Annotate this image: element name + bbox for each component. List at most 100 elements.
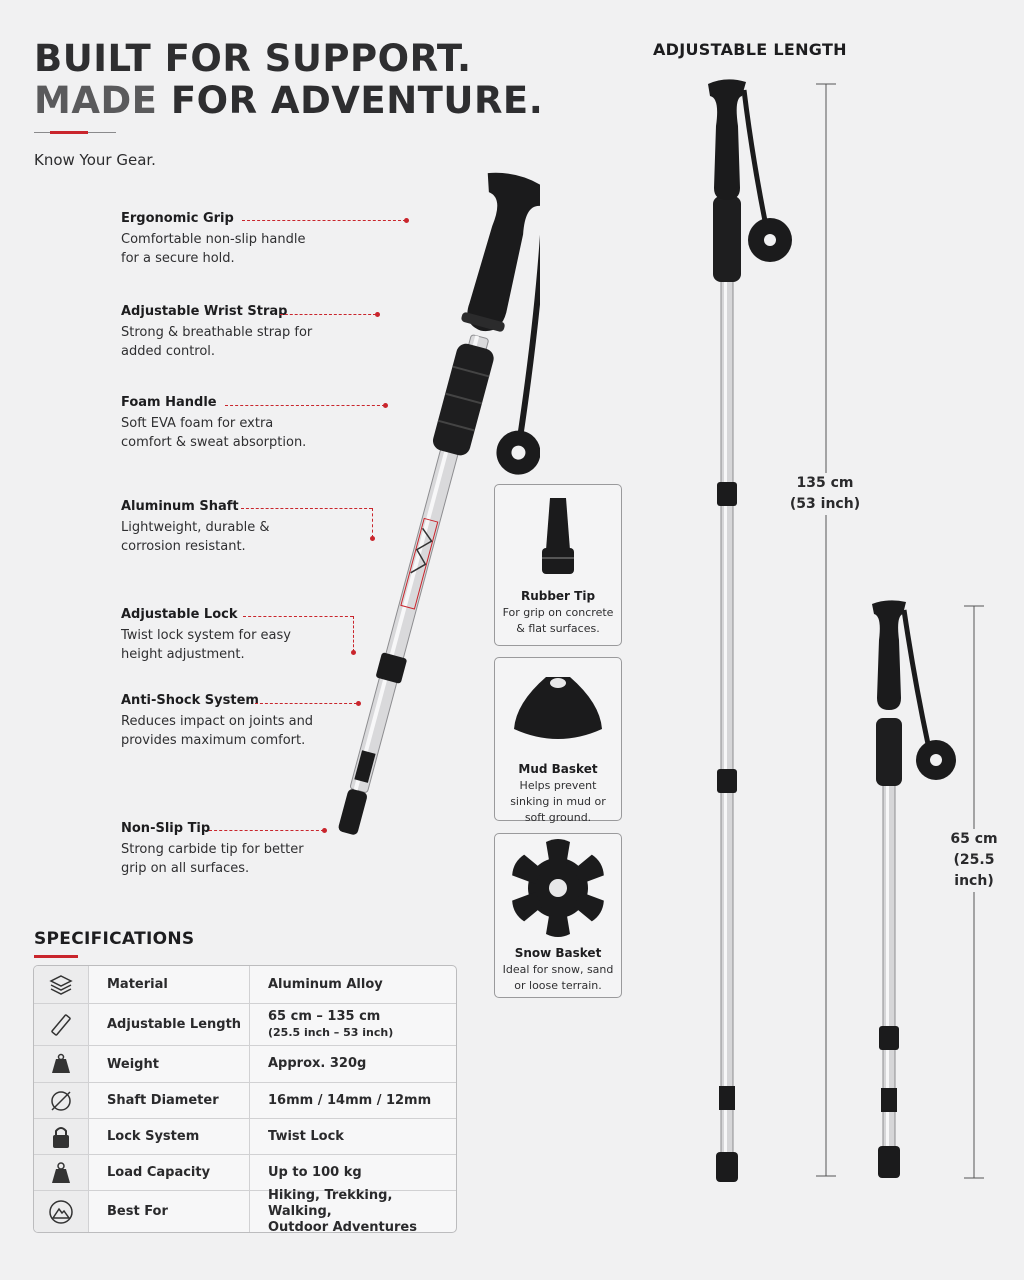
feature-title: Anti-Shock System	[121, 693, 259, 708]
spec-value-main: Aluminum Alloy	[268, 976, 383, 992]
feature-foam-handle: Foam Handle Soft EVA foam for extra comf…	[121, 395, 321, 452]
accessory-desc: For grip on concrete & flat surfaces.	[502, 606, 614, 635]
leader-dot	[375, 312, 380, 317]
leader-dot	[356, 701, 361, 706]
feature-title: Ergonomic Grip	[121, 211, 234, 226]
feature-title: Non-Slip Tip	[121, 821, 211, 836]
spec-value: Up to 100 kg	[250, 1155, 456, 1190]
spec-value-main: Approx. 320g	[268, 1056, 367, 1071]
header-divider-accent	[50, 131, 88, 134]
leader-dot	[383, 403, 388, 408]
table-row: Lock System Twist Lock	[34, 1118, 456, 1154]
headline-line-2: MADE FOR ADVENTURE.	[34, 80, 543, 122]
spec-value: Aluminum Alloy	[250, 966, 456, 1003]
min-length-measure-line	[964, 605, 984, 1179]
specifications-table: Material Aluminum Alloy Adjustable Lengt…	[33, 965, 457, 1233]
leader-line	[225, 405, 385, 406]
layers-icon	[34, 966, 89, 1003]
pole-collapsed-illustration	[872, 600, 956, 1178]
leader-line	[280, 314, 376, 315]
spec-value-main: 65 cm – 135 cm	[268, 1008, 381, 1024]
table-row: Material Aluminum Alloy	[34, 966, 456, 1003]
mountain-icon	[34, 1191, 89, 1232]
spec-label: Best For	[89, 1191, 250, 1232]
leader-line	[209, 830, 324, 831]
max-length-inch: (53 inch)	[789, 496, 861, 512]
feature-desc: Twist lock system for easy height adjust…	[121, 628, 291, 662]
min-length-label: 65 cm (25.5 inch)	[934, 829, 1014, 892]
headline-dim-word: MADE	[34, 79, 158, 122]
lock-icon	[34, 1119, 89, 1154]
leader-line	[242, 220, 406, 221]
weight-icon	[34, 1046, 89, 1082]
feature-title: Foam Handle	[121, 395, 217, 410]
load-icon	[34, 1155, 89, 1190]
accessory-card-mud-basket: Mud Basket Helps prevent sinking in mud …	[494, 657, 622, 824]
feature-title: Aluminum Shaft	[121, 499, 239, 514]
rubber-tip-icon	[495, 485, 621, 585]
specifications-underline	[34, 955, 78, 958]
leader-dot	[322, 828, 327, 833]
pole-extended-illustration	[708, 79, 792, 1182]
spec-label: Shaft Diameter	[89, 1083, 250, 1118]
spec-label: Load Capacity	[89, 1155, 250, 1190]
max-length-measure-line	[816, 83, 836, 1177]
headline-rest: FOR ADVENTURE.	[157, 79, 544, 122]
page-headline: BUILT FOR SUPPORT. MADE FOR ADVENTURE.	[34, 38, 543, 122]
specifications-title: SPECIFICATIONS	[34, 929, 195, 949]
leader-line	[241, 508, 372, 509]
feature-desc: Strong & breathable strap for added cont…	[121, 325, 313, 359]
spec-value: Approx. 320g	[250, 1046, 456, 1082]
feature-title: Adjustable Wrist Strap	[121, 304, 288, 319]
accessory-desc: Helps prevent sinking in mud or soft gro…	[510, 779, 606, 824]
min-length-cm: 65 cm	[950, 831, 998, 847]
leader-line	[372, 508, 373, 538]
feature-adjustable-lock: Adjustable Lock Twist lock system for ea…	[121, 607, 321, 664]
feature-aluminum-shaft: Aluminum Shaft Lightweight, durable & co…	[121, 499, 321, 556]
feature-anti-shock: Anti-Shock System Reduces impact on join…	[121, 693, 321, 750]
leader-line	[255, 703, 357, 704]
spec-value-main: 16mm / 14mm / 12mm	[268, 1092, 432, 1108]
spec-label: Lock System	[89, 1119, 250, 1154]
accessory-card-snow-basket: Snow Basket Ideal for snow, sand or loos…	[494, 833, 622, 998]
feature-desc: Soft EVA foam for extra comfort & sweat …	[121, 416, 307, 450]
spec-value: Twist Lock	[250, 1119, 456, 1154]
accessory-title: Mud Basket	[518, 762, 598, 776]
headline-line-1: BUILT FOR SUPPORT.	[34, 37, 472, 80]
mud-basket-icon	[495, 658, 621, 758]
table-row: Best For Hiking, Trekking, Walking, Outd…	[34, 1188, 456, 1233]
adjustable-length-title: ADJUSTABLE LENGTH	[653, 40, 847, 59]
spec-value-main: Twist Lock	[268, 1128, 344, 1144]
feature-desc: Comfortable non-slip handle for a secure…	[121, 232, 306, 266]
trekking-pole-illustration	[338, 172, 540, 835]
spec-value-sub: Outdoor Adventures	[268, 1219, 417, 1233]
table-row: Load Capacity Up to 100 kg	[34, 1154, 456, 1190]
max-length-cm: 135 cm	[796, 475, 854, 491]
leader-line	[353, 616, 354, 652]
table-row: Shaft Diameter 16mm / 14mm / 12mm	[34, 1082, 456, 1118]
feature-title: Adjustable Lock	[121, 607, 238, 622]
spec-label: Material	[89, 966, 250, 1003]
spec-value: Hiking, Trekking, Walking, Outdoor Adven…	[250, 1188, 456, 1233]
spec-label: Adjustable Length	[89, 1004, 250, 1045]
leader-dot	[370, 536, 375, 541]
snow-basket-icon	[495, 834, 621, 942]
feature-desc: Reduces impact on joints and provides ma…	[121, 714, 314, 748]
min-length-inch: (25.5 inch)	[953, 852, 995, 889]
diameter-icon	[34, 1083, 89, 1118]
table-row: Weight Approx. 320g	[34, 1045, 456, 1082]
tagline: Know Your Gear.	[34, 151, 156, 169]
spec-value: 65 cm – 135 cm (25.5 inch – 53 inch)	[250, 1004, 456, 1045]
accessory-desc: Ideal for snow, sand or loose terrain.	[502, 963, 614, 992]
accessory-title: Rubber Tip	[520, 589, 596, 603]
accessory-title: Snow Basket	[514, 946, 602, 960]
accessory-card-rubber-tip: Rubber Tip For grip on concrete & flat s…	[494, 484, 622, 646]
spec-label: Weight	[89, 1046, 250, 1082]
feature-non-slip-tip: Non-Slip Tip Strong carbide tip for bett…	[121, 821, 321, 878]
table-row: Adjustable Length 65 cm – 135 cm (25.5 i…	[34, 1003, 456, 1045]
leader-dot	[404, 218, 409, 223]
spec-value-sub: (25.5 inch – 53 inch)	[268, 1025, 394, 1039]
spec-value: 16mm / 14mm / 12mm	[250, 1083, 456, 1118]
feature-wrist-strap: Adjustable Wrist Strap Strong & breathab…	[121, 304, 321, 361]
feature-desc: Strong carbide tip for better grip on al…	[121, 842, 304, 876]
